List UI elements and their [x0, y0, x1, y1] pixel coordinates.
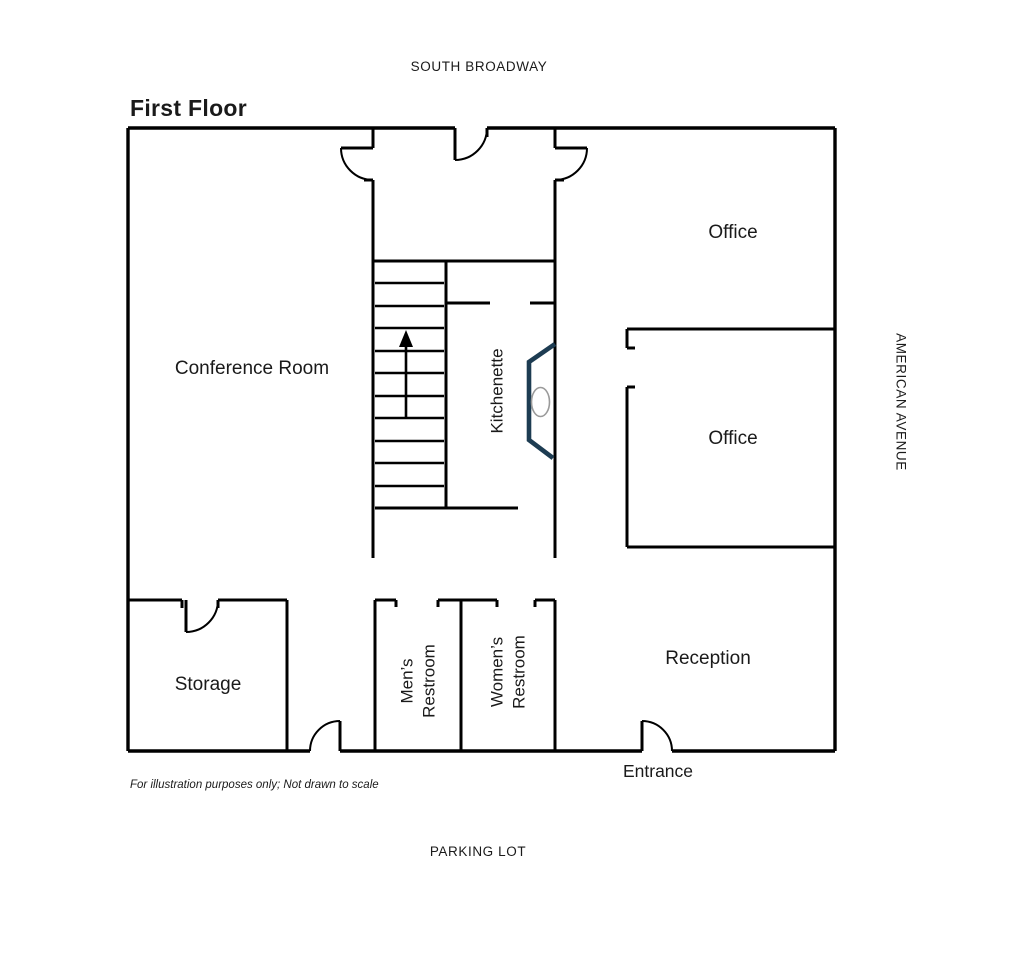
interior-walls	[128, 128, 835, 751]
door-corridor-south	[309, 720, 342, 752]
disclaimer-note: For illustration purposes only; Not draw…	[130, 779, 379, 791]
stairs-up-arrow	[399, 330, 413, 418]
room-label-kitchenette: Kitchenette	[488, 348, 507, 433]
staircase	[375, 281, 444, 488]
wall-office-middle	[625, 327, 835, 549]
door-storage	[184, 599, 219, 633]
room-label-mens-restroom: Men’s Restroom	[398, 644, 439, 718]
wall-restrooms-sides	[373, 600, 557, 751]
room-label-storage: Storage	[175, 674, 242, 695]
street-label-east: AMERICAN AVENUE	[894, 333, 909, 471]
page-title: First Floor	[130, 95, 247, 121]
room-label-reception: Reception	[665, 648, 751, 669]
room-label-conference: Conference Room	[175, 358, 329, 379]
street-label-north: SOUTH BROADWAY	[411, 59, 548, 74]
door-hallway-right	[554, 146, 588, 181]
wall-storage	[128, 598, 289, 751]
mens-line1: Men’s	[398, 658, 417, 703]
kitchenette-counter	[526, 342, 557, 460]
room-label-office-middle: Office	[708, 428, 757, 449]
entrance-label: Entrance	[623, 761, 693, 781]
sink-basin	[530, 386, 551, 418]
door-conference-room	[340, 146, 374, 181]
womens-line2: Restroom	[510, 635, 529, 709]
door-top-entry	[453, 127, 488, 161]
womens-line1: Women’s	[488, 637, 507, 707]
door-main-entrance	[640, 720, 673, 752]
room-label-office-top: Office	[708, 222, 757, 243]
room-label-womens-restroom: Women’s Restroom	[488, 635, 529, 709]
mens-line2: Restroom	[420, 644, 439, 718]
street-label-south: PARKING LOT	[430, 844, 526, 859]
outer-walls	[126, 126, 837, 753]
